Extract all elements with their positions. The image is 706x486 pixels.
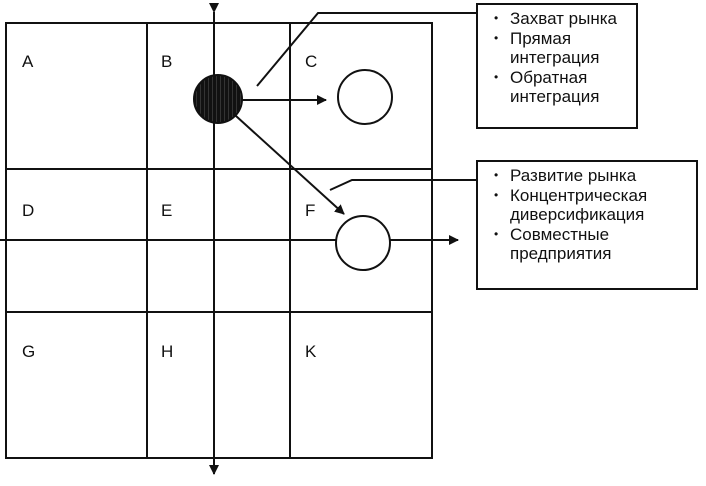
current-position-circle <box>193 74 243 124</box>
cell-label-g: G <box>22 342 35 361</box>
leader-line-top <box>256 12 476 87</box>
callout-bottom-item: Совместные предприятия <box>486 225 688 263</box>
cell-label-h: H <box>161 342 173 361</box>
callout-bottom: Развитие рынка Концентрическая диверсифи… <box>476 160 698 290</box>
cell-label-e: E <box>161 201 172 220</box>
callout-top-item: Прямая интеграция <box>486 29 628 67</box>
leader-line-bottom <box>329 179 476 191</box>
callout-bottom-item: Развитие рынка <box>486 166 688 185</box>
callout-top: Захват рынка Прямая интеграция Обратная … <box>476 3 638 129</box>
callout-top-item: Захват рынка <box>486 9 628 28</box>
target-circle-f <box>335 215 391 271</box>
callout-top-list: Захват рынка Прямая интеграция Обратная … <box>486 9 628 106</box>
callout-bottom-item: Концентрическая диверсификация <box>486 186 688 224</box>
cell-label-d: D <box>22 201 34 220</box>
callout-top-item: Обратная интеграция <box>486 68 628 106</box>
target-circle-c <box>337 69 393 125</box>
cell-label-f: F <box>305 201 315 220</box>
arrow-to-cell-f <box>235 115 345 215</box>
cell-label-k: K <box>305 342 317 361</box>
cell-label-b: B <box>161 52 172 71</box>
callout-bottom-list: Развитие рынка Концентрическая диверсифи… <box>486 166 688 263</box>
cell-label-c: C <box>305 52 317 71</box>
cell-label-a: A <box>22 52 34 71</box>
